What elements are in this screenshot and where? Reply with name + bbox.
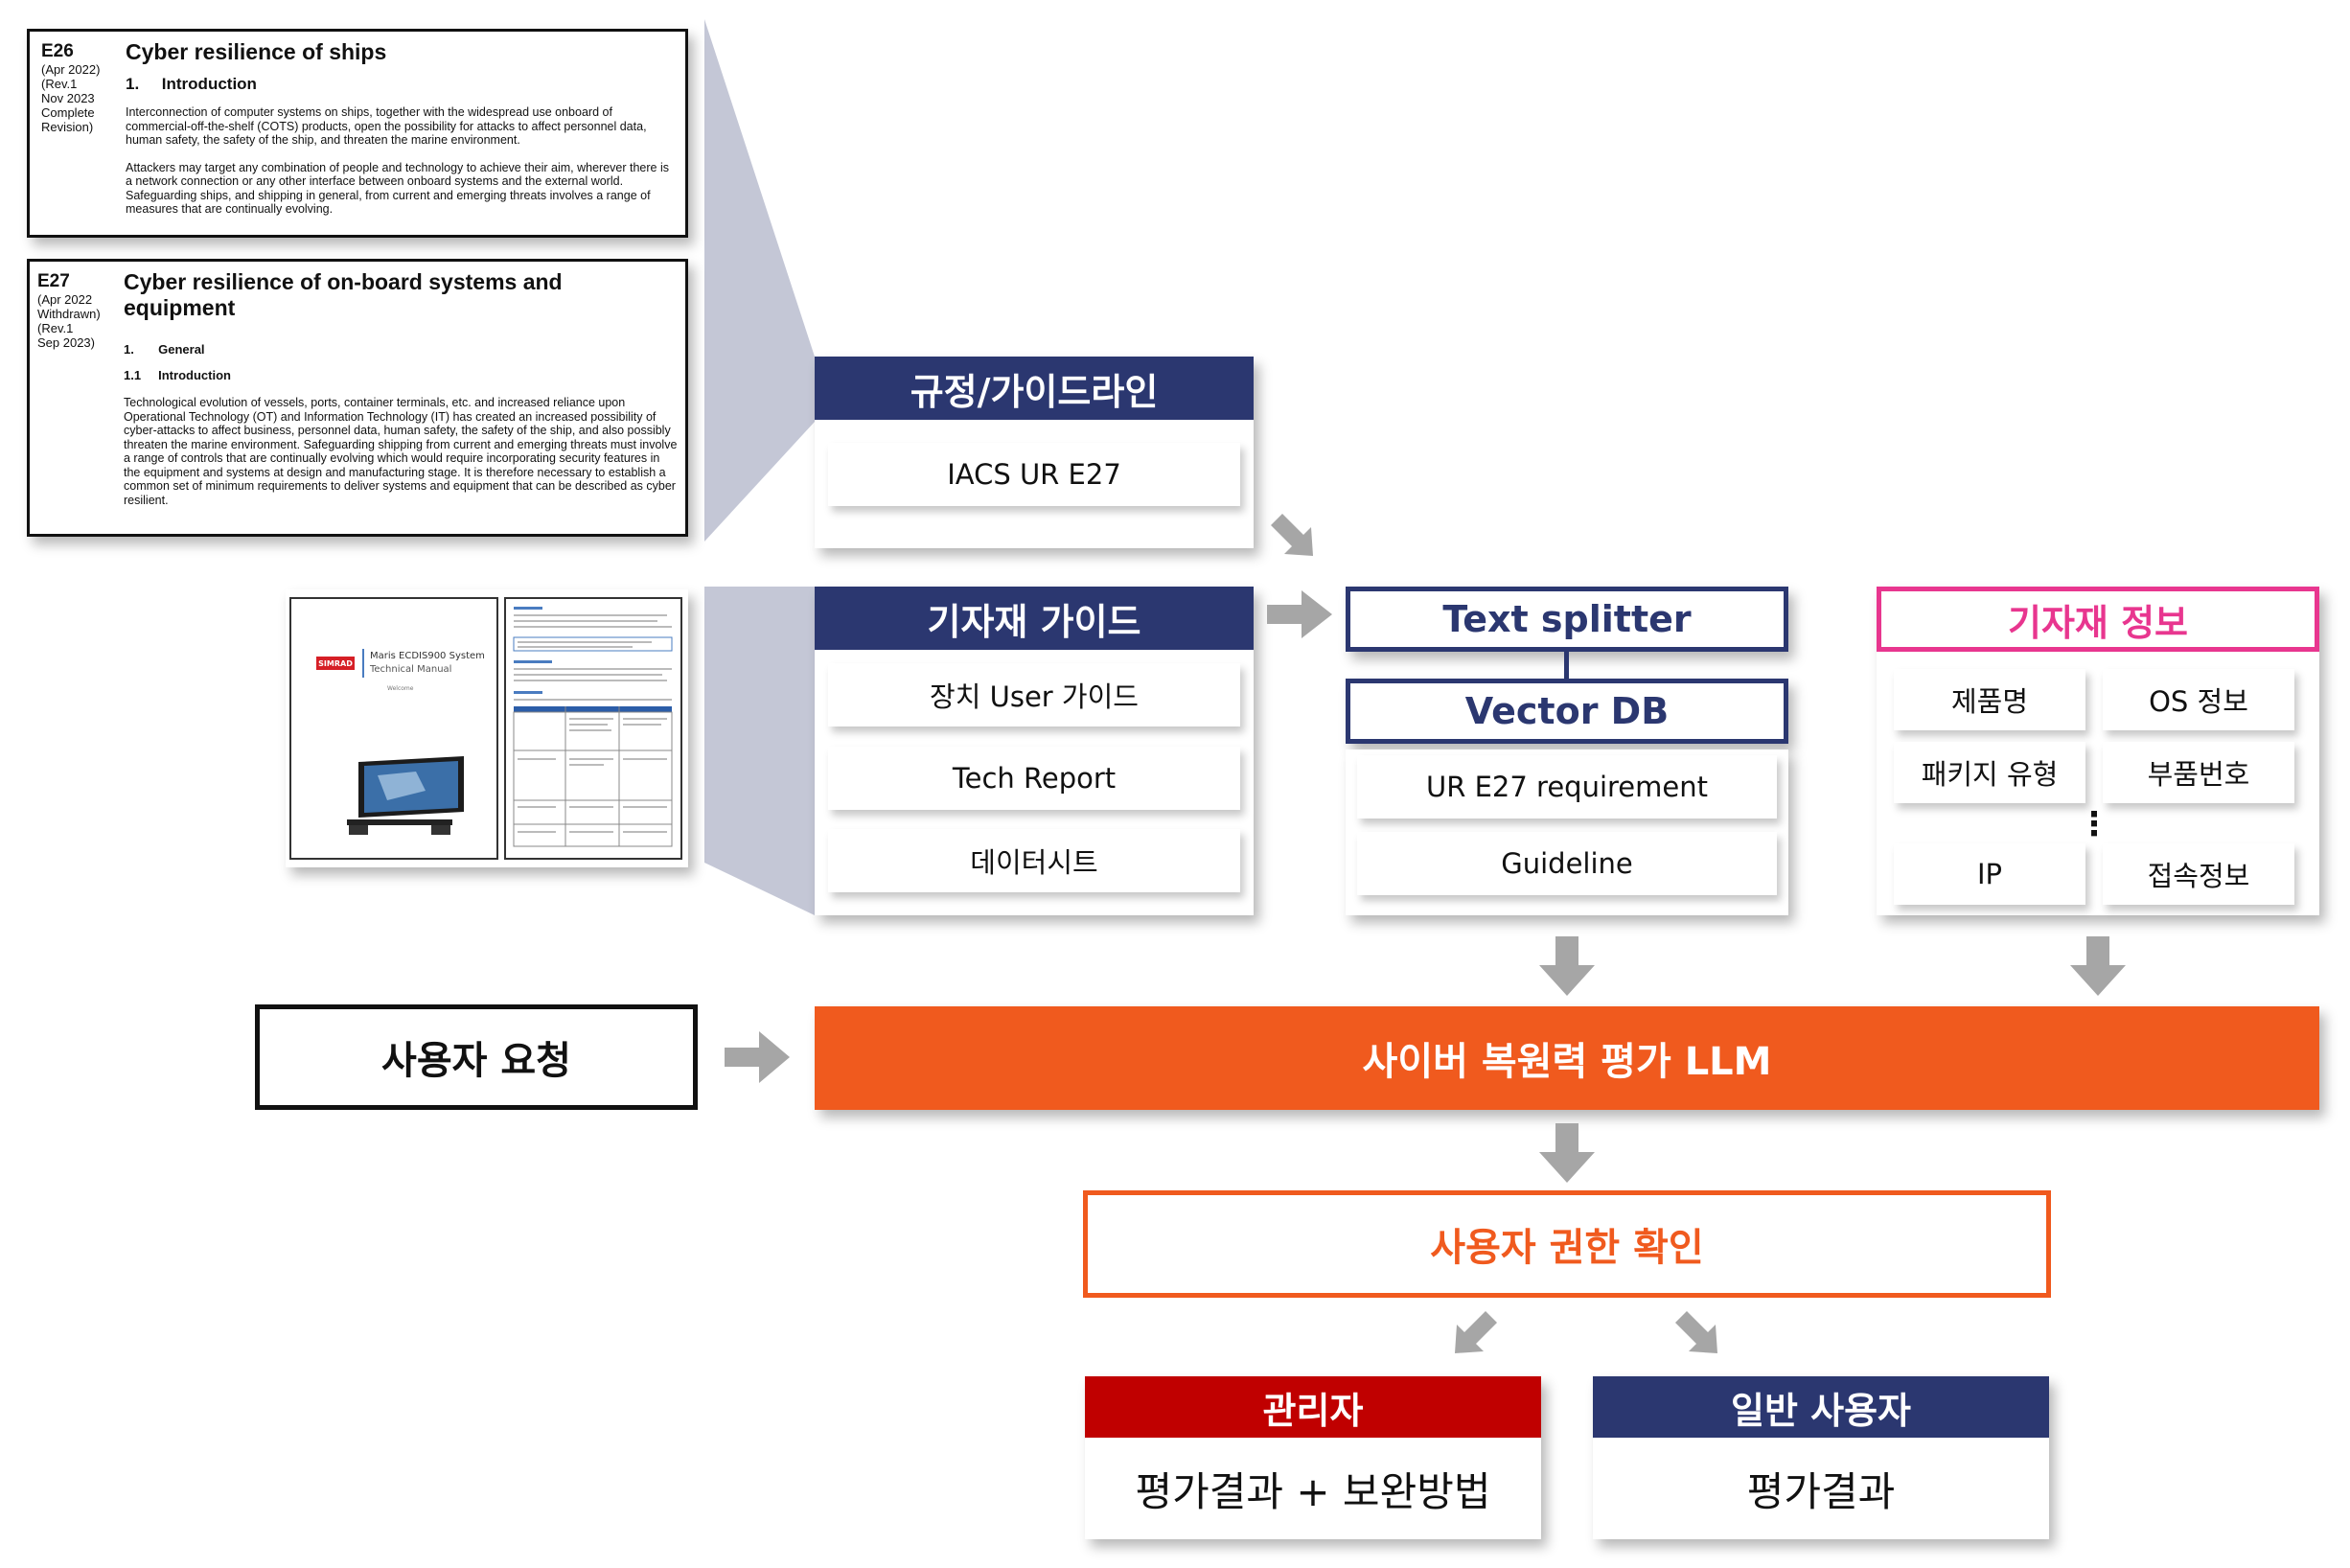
admin-result: 평가결과 + 보완방법	[1135, 1467, 1491, 1515]
simrad-logo: SIMRAD	[316, 657, 355, 670]
funnel-equipment	[704, 587, 815, 915]
regulation-item-iacs: IACS UR E27	[828, 443, 1240, 506]
manual-title: Maris ECDIS900 System	[370, 651, 485, 661]
equipment-info-connection: 접속정보	[2103, 843, 2294, 905]
doc-e26-heading: 1. Introduction	[126, 75, 257, 93]
arrow-auth-to-admin	[1455, 1311, 1497, 1353]
general-user-result: 평가결과	[1746, 1467, 1896, 1515]
doc-e26-id: E26	[41, 41, 74, 61]
vector-db-contents: UR E27 requirement Guideline	[1346, 749, 1788, 915]
equipment-info-product-name: 제품명	[1894, 669, 2085, 730]
equipment-guide-item-user-guide: 장치 User 가이드	[828, 663, 1240, 726]
user-request-box: 사용자 요청	[255, 1004, 698, 1110]
equipment-info-part-number: 부품번호	[2103, 742, 2294, 803]
manual-page	[504, 597, 682, 860]
arrow-llm-to-auth	[1539, 1123, 1595, 1183]
admin-header: 관리자	[1085, 1376, 1541, 1438]
ecdis-console-image	[347, 756, 464, 835]
regulation-header: 규정/가이드라인	[815, 357, 1254, 420]
doc-e26-para2: Attackers may target any combination of …	[126, 160, 669, 217]
doc-e27-id: E27	[37, 271, 70, 291]
equipment-info-package-type: 패키지 유형	[1894, 742, 2085, 803]
doc-e26-body: Cyber resilience of ships 1. Introductio…	[126, 39, 677, 217]
arrow-auth-to-general-user	[1675, 1311, 1717, 1353]
doc-e27-body: Cyber resilience of on-board systems and…	[124, 269, 678, 507]
rag-panel: Text splitter Vector DB UR E27 requireme…	[1346, 587, 1788, 915]
doc-e26-meta-4: Revision)	[41, 120, 94, 134]
doc-e27-heading: 1. General	[124, 342, 205, 357]
equipment-info-ellipsis: ⋮	[2078, 805, 2110, 843]
arrow-vector-db-to-llm	[1539, 936, 1595, 996]
vector-db-box: Vector DB	[1346, 679, 1788, 744]
doc-e27-meta-1: Withdrawn)	[37, 307, 101, 321]
equipment-info-os: OS 정보	[2103, 669, 2294, 730]
doc-e27-meta-2: (Rev.1	[37, 321, 74, 335]
doc-e26-sidebar: E26 (Apr 2022) (Rev.1 Nov 2023 Complete …	[41, 41, 132, 134]
equipment-info-header: 기자재 정보	[1877, 587, 2319, 652]
doc-e26-meta-1: (Rev.1	[41, 77, 78, 91]
manual-cover-rule	[362, 649, 364, 678]
arrow-regulation-to-splitter	[1271, 514, 1313, 556]
equipment-info-panel: 기자재 정보 제품명 OS 정보 패키지 유형 부품번호 ⋮ IP 접속정보	[1877, 587, 2319, 915]
equipment-guide-item-tech-report: Tech Report	[828, 747, 1240, 810]
llm-box: 사이버 복원력 평가 LLM	[815, 1006, 2319, 1110]
doc-e27-meta-0: (Apr 2022	[37, 292, 93, 307]
manual-subtitle: Technical Manual	[370, 664, 452, 675]
doc-e26-meta-3: Complete	[41, 105, 95, 120]
general-user-panel: 일반 사용자 평가결과	[1593, 1376, 2049, 1539]
equipment-info-ip: IP	[1894, 843, 2085, 905]
auth-check-box: 사용자 권한 확인	[1083, 1190, 2051, 1298]
equipment-guide-item-datasheet: 데이터시트	[828, 829, 1240, 892]
equipment-guide-header: 기자재 가이드	[815, 587, 1254, 650]
rag-item-requirement: UR E27 requirement	[1357, 755, 1777, 819]
doc-e26-meta-2: Nov 2023	[41, 91, 95, 105]
admin-panel: 관리자 평가결과 + 보완방법	[1085, 1376, 1541, 1539]
manual-cover: SIMRAD Maris ECDIS900 System Technical M…	[289, 597, 498, 860]
arrow-equipment-info-to-llm	[2070, 936, 2126, 996]
doc-e26-meta-0: (Apr 2022)	[41, 62, 101, 77]
splitter-to-db-connector	[1564, 652, 1569, 679]
arrow-request-to-llm	[725, 1031, 790, 1083]
doc-e26-title: Cyber resilience of ships	[126, 39, 387, 64]
manual-tiny: Welcome	[387, 685, 414, 692]
general-user-header: 일반 사용자	[1593, 1376, 2049, 1438]
rag-item-guideline: Guideline	[1357, 832, 1777, 895]
equipment-guide-panel: 기자재 가이드 장치 User 가이드 Tech Report 데이터시트	[815, 587, 1254, 915]
doc-e26: E26 (Apr 2022) (Rev.1 Nov 2023 Complete …	[27, 29, 688, 238]
doc-e27-meta-3: Sep 2023)	[37, 335, 95, 350]
arrow-equipment-to-splitter	[1267, 590, 1332, 638]
doc-e27-para: Technological evolution of vessels, port…	[124, 396, 678, 507]
doc-e27-title: Cyber resilience of on-board systems and…	[124, 269, 563, 320]
regulation-panel: 규정/가이드라인 IACS UR E27	[815, 357, 1254, 548]
doc-e26-para1: Interconnection of computer systems on s…	[126, 105, 647, 147]
doc-e27: E27 (Apr 2022 Withdrawn) (Rev.1 Sep 2023…	[27, 259, 688, 537]
funnel-regulation	[704, 19, 815, 542]
doc-e27-sidebar: E27 (Apr 2022 Withdrawn) (Rev.1 Sep 2023…	[37, 271, 119, 350]
manual-thumbnail: SIMRAD Maris ECDIS900 System Technical M…	[286, 589, 688, 867]
doc-e27-subheading: 1.1 Introduction	[124, 368, 231, 382]
text-splitter-box: Text splitter	[1346, 587, 1788, 652]
manual-page-lines	[513, 607, 673, 847]
